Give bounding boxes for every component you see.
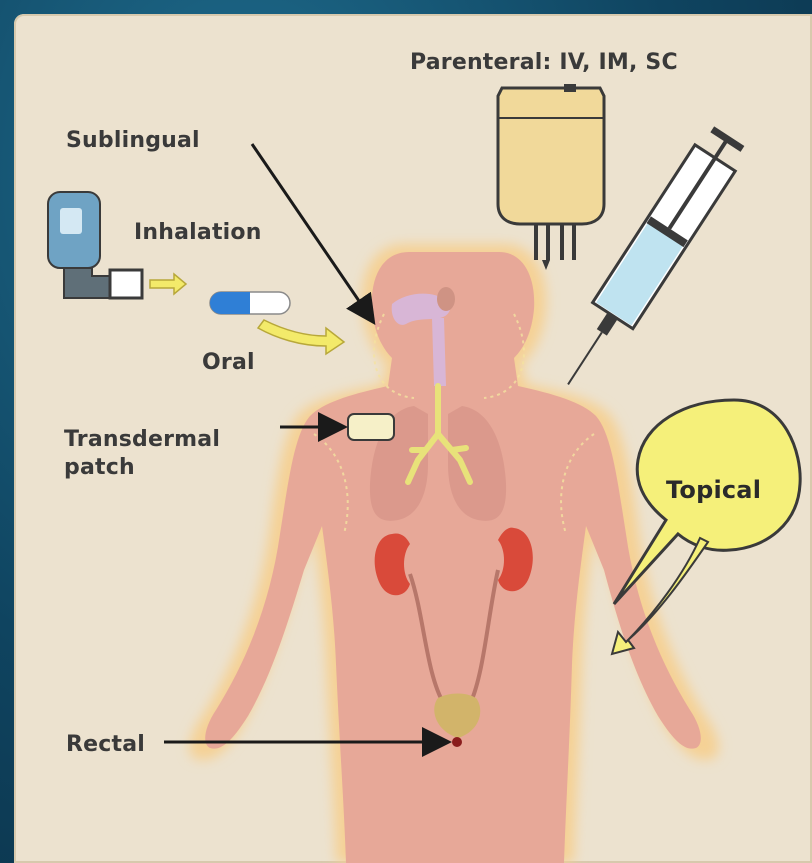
patch-icon [348, 414, 394, 440]
transdermal-label-line2: patch [64, 454, 220, 482]
oral-arrow [258, 320, 344, 354]
inhalation-arrow [150, 274, 186, 294]
diagram-panel: Parenteral: IV, IM, SC Sublingual Inhala… [14, 14, 812, 863]
transdermal-label-line1: Transdermal [64, 426, 220, 454]
inhaler-icon [48, 192, 142, 298]
transdermal-label: Transdermal patch [64, 426, 220, 482]
capsule-icon [210, 292, 290, 314]
ear [437, 287, 455, 311]
oral-label: Oral [202, 350, 255, 375]
sublingual-label: Sublingual [66, 128, 200, 153]
throat [432, 318, 446, 386]
topical-label: Topical [666, 476, 761, 504]
rectal-target [452, 737, 462, 747]
body-silhouette [205, 252, 701, 863]
iv-bag-icon [498, 84, 604, 270]
parenteral-label: Parenteral: IV, IM, SC [410, 50, 678, 75]
rectal-label: Rectal [66, 732, 145, 757]
inhalation-label: Inhalation [134, 220, 262, 245]
